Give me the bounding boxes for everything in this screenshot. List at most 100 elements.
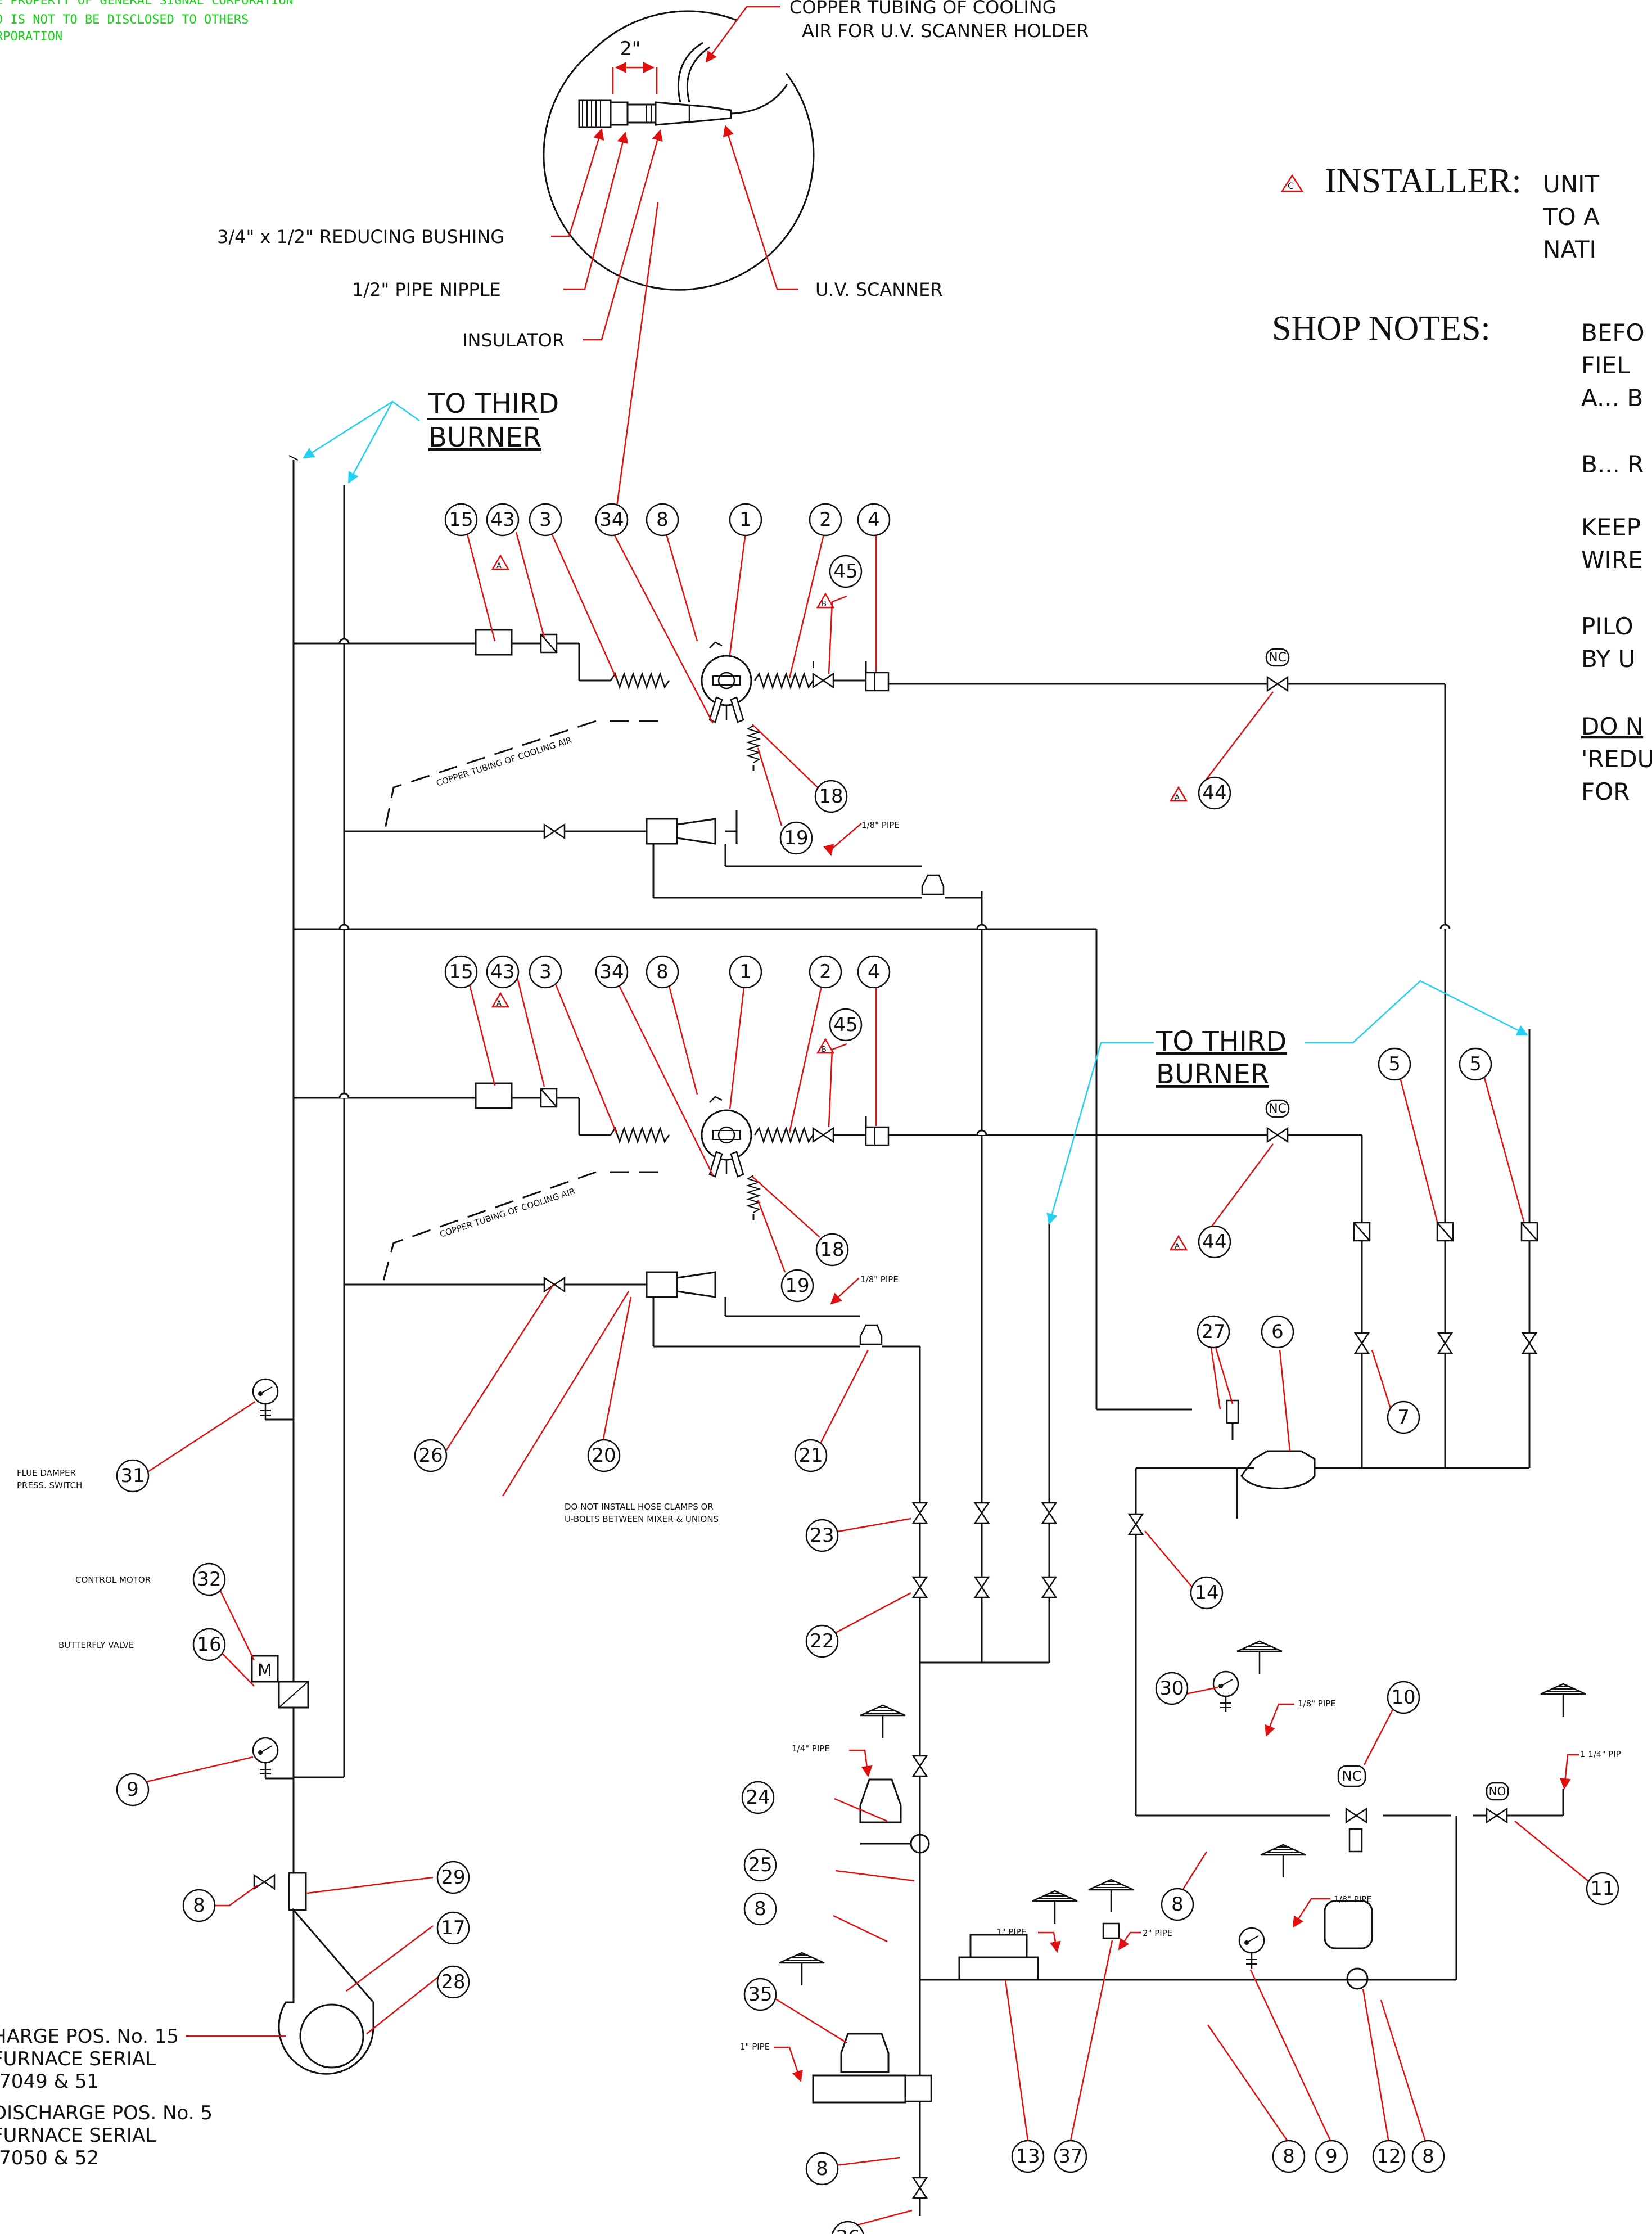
pipe-1-8-low: 1/8" PIPE (1334, 1894, 1372, 1904)
do-not-line-2: 'REDU (1581, 745, 1652, 773)
bubble-14: 14 (1194, 1582, 1218, 1604)
bubble-22: 22 (810, 1630, 834, 1652)
pipe-hops (338, 638, 1451, 1136)
bubble-34: 34 (599, 961, 624, 983)
keep-line-1: KEEP (1581, 514, 1641, 541)
bubble-37: 37 (1058, 2145, 1082, 2168)
bubble-31: 31 (120, 1465, 145, 1487)
bubble-25: 25 (748, 1854, 772, 1876)
bubble-24: 24 (746, 1786, 770, 1809)
shop-line-1: BEFO (1581, 319, 1645, 346)
copper-tubing-label-1: COPPER TUBING OF COOLING (789, 0, 1057, 18)
shop-line-2: FIEL (1581, 352, 1630, 379)
confidential-line-3: RPORATION (0, 30, 62, 44)
bubble-36: 36 (836, 2226, 860, 2234)
bubble-8: 8 (656, 961, 669, 983)
third-burner-callouts: TO THIRD BURNER TO THIRD BURNER (303, 388, 1528, 1225)
pilot-line-1: PILO (1581, 612, 1633, 640)
nc-label-main: NC (1342, 1768, 1362, 1784)
third-burner-2-line-2: BURNER (1156, 1059, 1269, 1090)
bubble-8: 8 (656, 508, 669, 531)
rev-mark-a-2: A (1175, 794, 1180, 802)
discharge-5-line-2: FURNACE SERIAL (0, 2124, 156, 2147)
pipe-2: 2" PIPE (1143, 1928, 1172, 1938)
bubble-2: 2 (819, 508, 832, 531)
revision-triangles: A B A A B A (491, 554, 1188, 1251)
dimension-label: 2" (620, 38, 640, 60)
bubble-18: 18 (820, 1238, 844, 1261)
rev-mark-b-2: B (822, 1046, 827, 1054)
bubble-10: 10 (1391, 1686, 1415, 1709)
rev-mark-c: C (1288, 181, 1294, 191)
bubble-28: 28 (441, 1971, 465, 1993)
bubble-43: 43 (490, 961, 514, 983)
bubble-8: 8 (1283, 2145, 1295, 2168)
installer-line-2: TO A (1542, 203, 1600, 231)
third-burner-2-line-1: TO THIRD (1156, 1026, 1287, 1057)
bubble-44: 44 (1202, 782, 1226, 804)
bubble-45: 45 (833, 560, 857, 583)
bubble-19: 19 (785, 1274, 809, 1297)
shop-line-b: B... R (1581, 451, 1644, 478)
bubble-7: 7 (1397, 1406, 1410, 1429)
bubble-44: 44 (1202, 1231, 1226, 1253)
pipe-1-8-lower: 1/8" PIPE (860, 1274, 899, 1285)
no-label: NO (1489, 1785, 1506, 1798)
pipe-nipple-label: 1/2" PIPE NIPPLE (352, 279, 501, 300)
confidential-line-1: E PROPERTY OF GENERAL SIGNAL CORPORATION (0, 0, 294, 8)
third-burner-1-line-1: TO THIRD (428, 388, 559, 420)
bubble-32: 32 (197, 1568, 221, 1591)
bubble-8: 8 (193, 1894, 205, 1917)
insulator-label: INSULATOR (462, 330, 565, 351)
bubble-34: 34 (599, 508, 624, 531)
bubble-15: 15 (449, 961, 473, 983)
bubble-8: 8 (754, 1898, 766, 1920)
do-not-line-3: FOR (1581, 778, 1630, 805)
bubble-1: 1 (739, 961, 752, 983)
bubble-8: 8 (1171, 1893, 1184, 1916)
shop-line-3: A... B (1581, 384, 1643, 412)
bubble-4: 4 (868, 961, 880, 983)
main-piping (278, 455, 1564, 2216)
bubble-27: 27 (1201, 1321, 1225, 1343)
bubble-4: 4 (868, 508, 880, 531)
flue-damper-label-2: PRESS. SWITCH (17, 1480, 82, 1490)
keep-line-2: WIRE (1581, 546, 1643, 574)
installer-line-1: UNIT (1543, 170, 1600, 198)
rev-mark-a-3: A (496, 999, 502, 1008)
bubble-3: 3 (539, 508, 552, 531)
pilot-line-2: BY U (1581, 645, 1635, 673)
pipe-1-8-mid: 1/8" PIPE (1298, 1699, 1336, 1709)
bubble-9: 9 (1325, 2145, 1338, 2168)
scanner-detail: 2" COPPER TUBING OF COOLING AIR FOR U.V.… (217, 0, 1089, 515)
right-valve-stacks (912, 1222, 1538, 2199)
bubble-17: 17 (441, 1917, 465, 1939)
rev-mark-a-1: A (496, 562, 502, 570)
bubble-18: 18 (819, 785, 843, 808)
copper-tubing-label-2: AIR FOR U.V. SCANNER HOLDER (802, 20, 1089, 42)
installer-heading: INSTALLER: (1325, 162, 1522, 200)
pipe-1-1-4: 1 1/4" PIP (1580, 1749, 1621, 1759)
nc-label-lower: NC (1269, 1102, 1287, 1116)
motor-label: M (258, 1661, 272, 1681)
shop-notes-heading: SHOP NOTES: (1272, 309, 1491, 348)
pipe-1-lower: 1" PIPE (740, 2042, 770, 2052)
pipe-1-main: 1" PIPE (996, 1927, 1026, 1937)
bubble-21: 21 (798, 1444, 823, 1467)
third-burner-1-line-2: BURNER (428, 422, 541, 453)
bubble-30: 30 (1159, 1677, 1184, 1700)
nc-label-upper: NC (1269, 651, 1287, 665)
bubble-23: 23 (810, 1524, 834, 1547)
bubble-15: 15 (449, 508, 473, 531)
bubble-8: 8 (1422, 2145, 1434, 2168)
bubble-5: 5 (1469, 1053, 1482, 1075)
discharge-15-line-1: HARGE POS. No. 15 (0, 2025, 179, 2048)
notes-block: C INSTALLER: UNIT TO A NATI SHOP NOTES: … (1272, 162, 1652, 805)
hose-clamps-note-1: DO NOT INSTALL HOSE CLAMPS OR (565, 1502, 714, 1512)
pipe-1-4: 1/4" PIPE (792, 1744, 830, 1754)
bubbles: 15 43 3 34 8 1 2 4 45 18 19 44 15 43 3 3… (116, 503, 1619, 2234)
bubble-leaders (145, 532, 1588, 2233)
discharge-5-line-3: -7050 & 52 (0, 2147, 99, 2169)
do-not-line-1: DO N (1581, 713, 1643, 740)
